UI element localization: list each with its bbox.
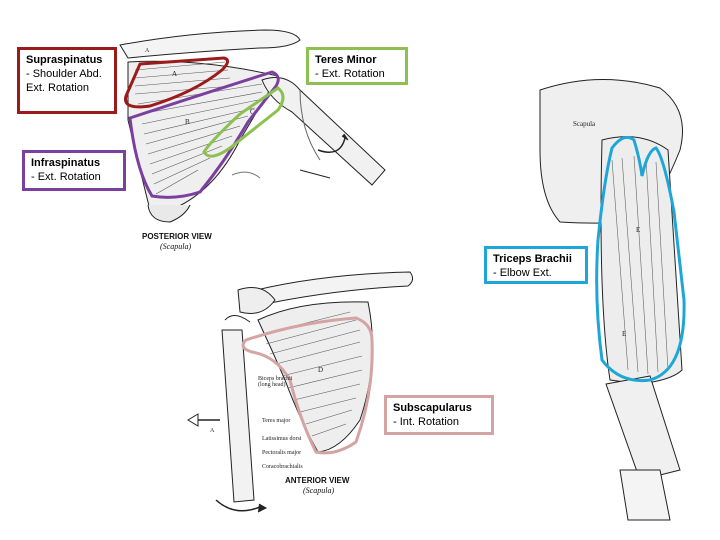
supraspinatus-name: Supraspinatus <box>26 54 103 66</box>
anterior-marker-a: A <box>210 428 215 434</box>
label-teres-minor: Teres Minor - Ext. Rotation <box>306 47 408 85</box>
posterior-scapula-illustration <box>119 29 386 223</box>
anterior-view-caption: ANTERIOR VIEW <box>285 476 350 485</box>
anterior-scapula-illustration <box>187 271 414 513</box>
posterior-marker-c: C <box>250 108 255 116</box>
note-coracobrachialis: Coracobrachialis <box>262 464 303 470</box>
supraspinatus-action: - Shoulder Abd. Ext. Rotation <box>26 68 102 94</box>
triceps-outline <box>595 135 686 383</box>
label-subscapularis: Subscapularus - Int. Rotation <box>384 395 494 435</box>
infraspinatus-action: - Ext. Rotation <box>31 171 101 183</box>
arm-triceps-illustration <box>539 79 683 521</box>
label-infraspinatus: Infraspinatus - Ext. Rotation <box>22 150 126 191</box>
teres-minor-outline <box>202 86 285 158</box>
posterior-marker-b: B <box>185 118 190 126</box>
arm-marker-e-top: E <box>636 226 640 234</box>
note-teres-major: Teres major <box>262 418 291 424</box>
subscapularis-name: Subscapularus <box>393 402 472 414</box>
label-triceps-brachii: Triceps Brachii - Elbow Ext. <box>484 246 588 284</box>
supraspinatus-outline <box>124 56 229 109</box>
triceps-name: Triceps Brachii <box>493 253 572 265</box>
posterior-marker-a: A <box>172 70 177 78</box>
label-supraspinatus: Supraspinatus - Shoulder Abd. Ext. Rotat… <box>17 47 117 114</box>
arm-marker-e-bottom: E <box>622 330 626 338</box>
anterior-view-subcaption: (Scapula) <box>303 486 335 495</box>
posterior-view-subcaption: (Scapula) <box>160 242 192 251</box>
posterior-tiny-label: A <box>145 48 150 54</box>
note-biceps: Biceps brachii (long head) <box>258 376 293 388</box>
scapula-tag: Scapula <box>573 120 596 128</box>
triceps-action: - Elbow Ext. <box>493 267 552 279</box>
posterior-view-caption: POSTERIOR VIEW <box>142 232 212 241</box>
infraspinatus-name: Infraspinatus <box>31 157 101 169</box>
subscapularis-action: - Int. Rotation <box>393 416 460 428</box>
teres-minor-name: Teres Minor <box>315 54 377 66</box>
anterior-marker-d: D <box>318 366 323 374</box>
note-latissimus: Latissimus dorsi <box>262 436 302 442</box>
teres-minor-action: - Ext. Rotation <box>315 68 385 80</box>
subscapularis-outline <box>241 316 374 455</box>
note-pectoralis: Pectoralis major <box>262 450 302 456</box>
